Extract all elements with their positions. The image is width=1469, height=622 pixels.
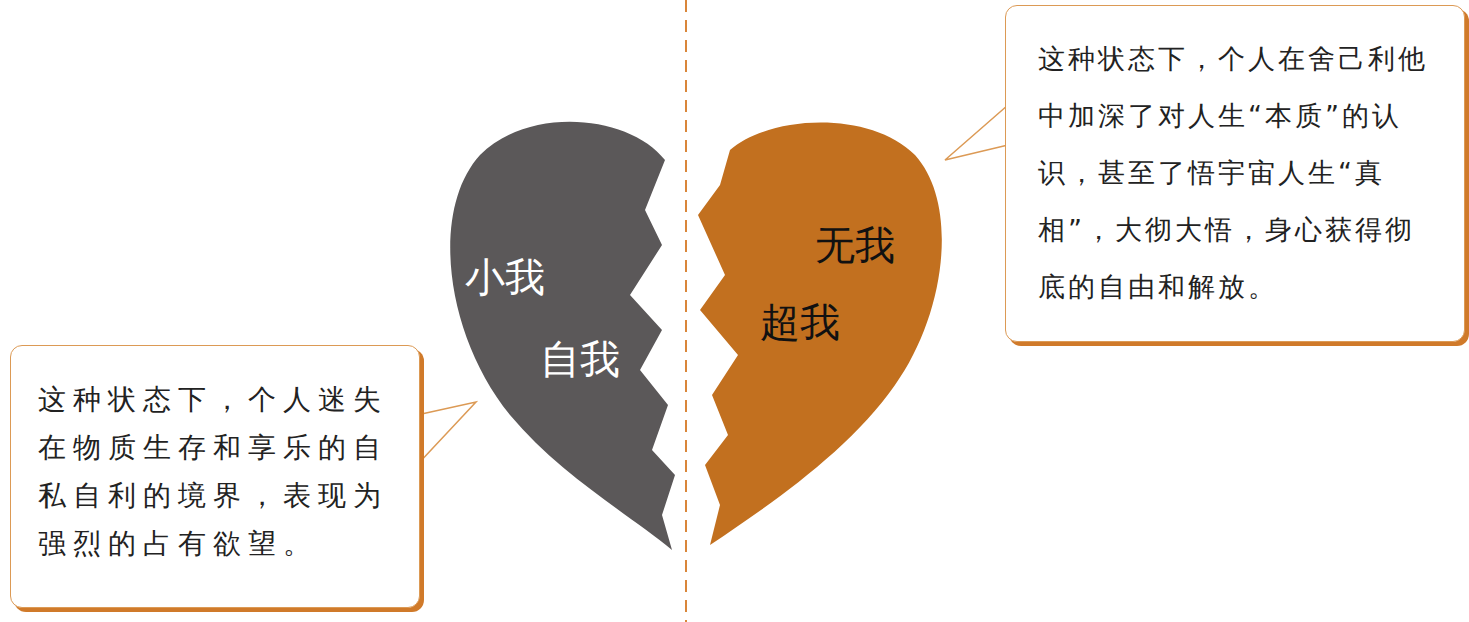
callout-text: 这种状态下，个人迷失在物质生存和享乐的自私自利的境界，表现为强烈的占有欲望。	[38, 376, 393, 568]
heart-fill	[450, 122, 675, 550]
heart-fill	[698, 123, 942, 546]
heart-label: 自我	[540, 337, 620, 381]
callout-box: 这种状态下，个人在舍己利他中加深了对人生“本质”的认识，甚至了悟宇宙人生“真相”…	[1005, 5, 1465, 342]
heart-half: 小我自我	[440, 115, 685, 555]
heart-shape	[440, 115, 685, 555]
callout-tail	[417, 402, 476, 465]
heart-label: 超我	[760, 300, 840, 344]
heart-half: 无我超我	[690, 115, 950, 550]
callout-text: 这种状态下，个人在舍己利他中加深了对人生“本质”的认识，甚至了悟宇宙人生“真相”…	[1038, 30, 1433, 315]
heart-label: 小我	[465, 255, 545, 299]
callout-box: 这种状态下，个人迷失在物质生存和享乐的自私自利的境界，表现为强烈的占有欲望。	[10, 345, 420, 608]
heart-label: 无我	[815, 223, 895, 267]
dashed-divider	[685, 0, 687, 622]
callout-tail	[945, 105, 1008, 160]
